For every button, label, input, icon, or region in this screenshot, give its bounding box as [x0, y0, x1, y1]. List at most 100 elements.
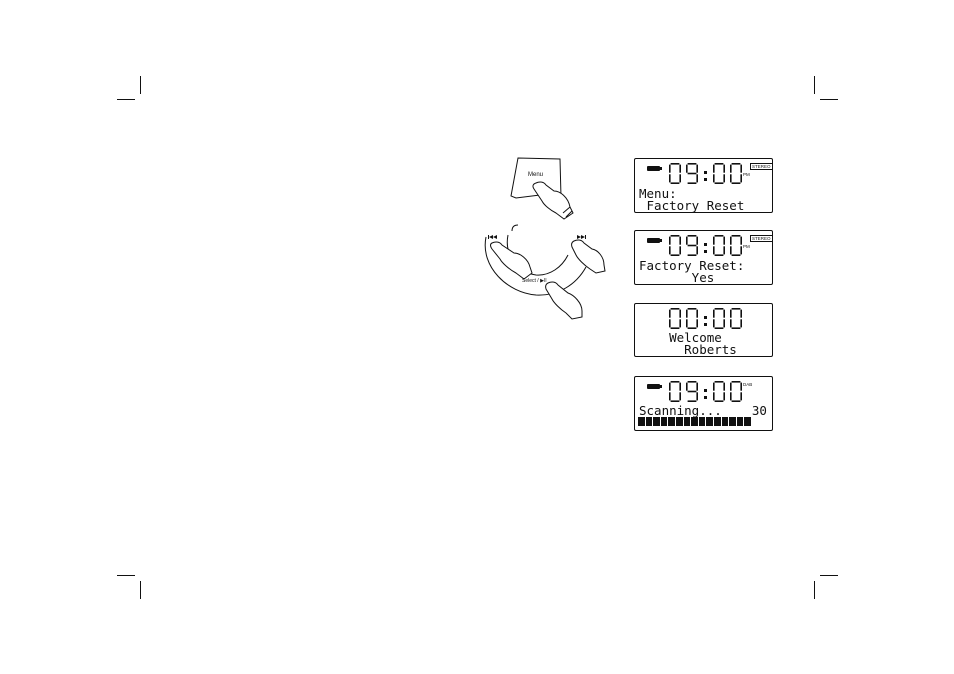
lcd-segment [732, 327, 741, 329]
lcd-segment [732, 254, 741, 256]
pointing-hand-icon-left [491, 242, 533, 279]
dab-indicator: DAB [743, 382, 752, 387]
lcd-segment [732, 308, 741, 310]
lcd-segment [730, 319, 732, 327]
pointing-hand-icon-right [572, 240, 605, 273]
lcd-segment [740, 392, 742, 400]
lcd-segment [669, 174, 671, 182]
lcd-segment [679, 165, 681, 173]
lcd-segment [715, 327, 724, 329]
pm-indicator: PM [743, 172, 750, 177]
skip-forward-icon [577, 235, 586, 239]
lcd-segment [732, 163, 741, 165]
lcd-segment [713, 246, 715, 254]
lcd-segment [671, 381, 680, 383]
progress-segment [676, 417, 683, 426]
lcd-segment [688, 391, 697, 393]
skip-back-icon [488, 235, 497, 239]
clock-colon [704, 250, 707, 253]
crop-mark-top-left-v [140, 76, 141, 94]
lcd-segment [686, 383, 688, 391]
lcd-segment [688, 381, 697, 383]
lcd-segment [671, 254, 680, 256]
lcd-segment [679, 246, 681, 254]
progress-segment [668, 417, 675, 426]
lcd-segment [688, 308, 697, 310]
menu-button-label: Menu [528, 172, 543, 178]
lcd-segment [730, 165, 732, 173]
lcd-segment [740, 319, 742, 327]
lcd-segment [679, 392, 681, 400]
lcd-segment [686, 319, 688, 327]
select-button-label: Select / ▶II [522, 278, 547, 284]
stereo-indicator: STEREO [750, 163, 773, 170]
lcd-display-menu: STEREO PM Menu: Factory Reset [634, 158, 773, 213]
progress-segment [729, 417, 736, 426]
clock-colon [704, 323, 707, 326]
clock-colon [704, 316, 707, 319]
pm-indicator: PM [743, 244, 750, 249]
crop-mark-bottom-right-h [820, 575, 838, 576]
battery-icon [647, 384, 660, 389]
lcd-segment [740, 246, 742, 254]
battery-icon-tip [660, 167, 662, 170]
lcd-segment [723, 383, 725, 391]
lcd-segment [732, 182, 741, 184]
progress-segment [646, 417, 653, 426]
lcd-segment [696, 310, 698, 318]
lcd-segment [688, 182, 697, 184]
progress-segment [699, 417, 706, 426]
lcd-segment [715, 182, 724, 184]
clock-colon [704, 171, 707, 174]
lcd-segment [715, 400, 724, 402]
lcd-segment [715, 254, 724, 256]
button-illustration: Menu Select / ▶II [478, 155, 608, 325]
lcd-line-2: Yes [639, 271, 714, 284]
lcd-segment [740, 383, 742, 391]
lcd-segment [715, 235, 724, 237]
lcd-segment [696, 237, 698, 245]
lcd-segment [723, 319, 725, 327]
lcd-line-2: Factory Reset [639, 199, 744, 212]
lcd-segment [740, 174, 742, 182]
lcd-segment [679, 174, 681, 182]
lcd-segment [679, 310, 681, 318]
lcd-segment [730, 246, 732, 254]
lcd-segment [688, 235, 697, 237]
lcd-segment [713, 310, 715, 318]
clock-colon [704, 396, 707, 399]
progress-segment [737, 417, 744, 426]
lcd-segment [723, 174, 725, 182]
lcd-line-1: Scanning... 30 [639, 404, 767, 417]
clock-colon [704, 389, 707, 392]
lcd-display-factory-reset: STEREO PM Factory Reset: Yes [634, 230, 773, 285]
lcd-segment [740, 165, 742, 173]
lcd-segment [669, 392, 671, 400]
lcd-segment [679, 383, 681, 391]
lcd-segment [723, 392, 725, 400]
lcd-segment [679, 237, 681, 245]
lcd-segment [723, 310, 725, 318]
lcd-segment [688, 400, 697, 402]
lcd-segment [696, 165, 698, 173]
clock-colon [704, 178, 707, 181]
lcd-segment [669, 383, 671, 391]
lcd-segment [730, 237, 732, 245]
lcd-segment [696, 246, 698, 254]
lcd-line-2: Roberts [639, 343, 737, 356]
lcd-segment [740, 310, 742, 318]
lcd-segment [713, 319, 715, 327]
battery-icon [647, 166, 660, 171]
lcd-segment [671, 400, 680, 402]
lcd-segment [696, 392, 698, 400]
lcd-segment [715, 163, 724, 165]
lcd-segment [713, 174, 715, 182]
lcd-segment [669, 310, 671, 318]
crop-mark-bottom-left-h [117, 575, 135, 576]
lcd-segment [723, 165, 725, 173]
crop-mark-bottom-right-v [814, 581, 815, 599]
hands-and-buttons-drawing [478, 155, 608, 325]
crop-mark-top-right-h [820, 99, 838, 100]
lcd-segment [669, 319, 671, 327]
lcd-display-scanning: DAB Scanning... 30 [634, 376, 773, 431]
